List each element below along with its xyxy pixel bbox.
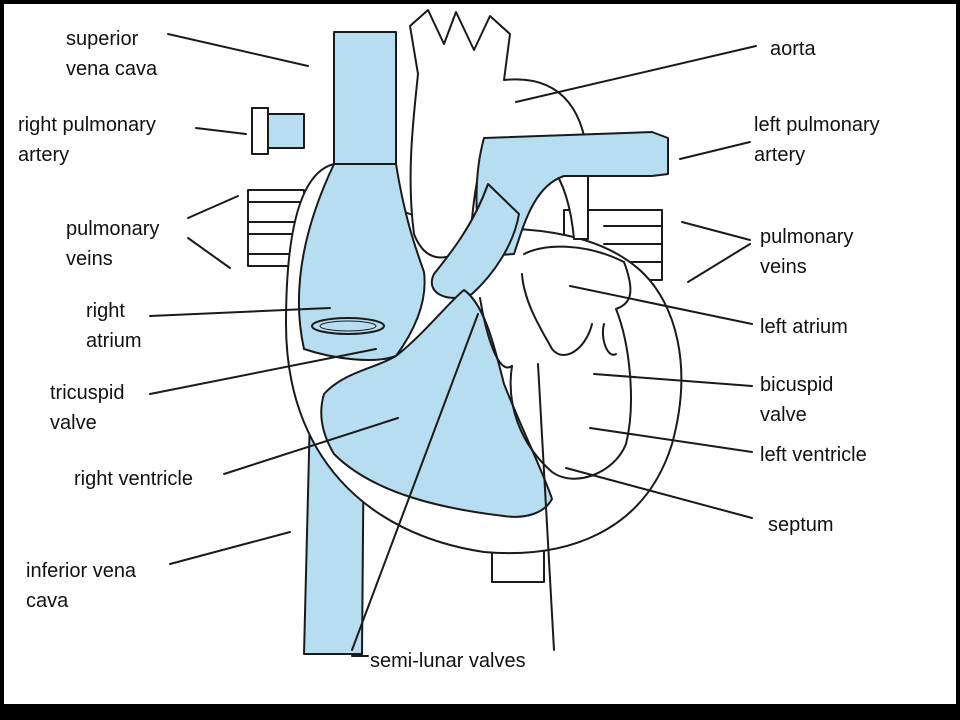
leader-pulmonary-veins-left-a	[681, 221, 751, 241]
bicuspid-valve-flaps	[521, 273, 617, 356]
label-inferior-vena-cava: inferior vena cava	[26, 560, 137, 612]
leader-superior-vena-cava	[167, 33, 309, 67]
label-aorta: aorta	[770, 38, 816, 60]
leader-bicuspid-valve	[593, 373, 753, 387]
label-left-atrium: left atrium	[760, 316, 848, 338]
right-pulmonary-artery-end	[251, 107, 269, 155]
left-pulmonary-artery-vessel	[475, 131, 669, 257]
label-right-atrium: right atrium	[86, 300, 142, 352]
label-tricuspid-valve: tricuspid valve	[50, 382, 125, 434]
tricuspid-valve-ring	[311, 317, 385, 335]
leader-semi-lunar-valves-b	[537, 363, 555, 651]
label-pulmonary-veins-right: pulmonary veins	[66, 218, 160, 270]
leader-aorta	[515, 45, 757, 103]
label-septum: septum	[768, 514, 834, 536]
leader-right-atrium	[149, 307, 331, 317]
leader-pulmonary-veins-right-a	[187, 195, 239, 219]
label-semi-lunar-valves: semi-lunar valves	[370, 650, 526, 672]
leader-pulmonary-veins-right-b	[187, 237, 231, 269]
heart-diagram	[149, 9, 757, 657]
label-left-ventricle: left ventricle	[760, 444, 867, 466]
leader-right-ventricle	[223, 417, 399, 475]
leader-left-ventricle	[589, 427, 753, 453]
leader-left-pulmonary-artery	[679, 141, 751, 160]
pulmonary-trunk	[430, 183, 520, 299]
left-atrium-chamber	[523, 245, 632, 310]
leader-left-atrium	[569, 285, 753, 325]
label-right-pulmonary-artery: right pulmonary artery	[18, 114, 156, 166]
label-pulmonary-veins-left: pulmonary veins	[760, 226, 854, 278]
label-left-pulmonary-artery: left pulmonary artery	[754, 114, 880, 166]
diagram-frame: superior vena cava aorta right pulmonary…	[4, 4, 956, 704]
leader-septum	[565, 467, 753, 519]
septum-wall	[479, 297, 513, 369]
leader-semi-lunar-valves-a	[351, 313, 479, 651]
right-pulmonary-veins-rings	[247, 201, 305, 255]
label-bicuspid-valve: bicuspid valve	[760, 374, 834, 426]
leader-inferior-vena-cava	[169, 531, 291, 565]
label-superior-vena-cava: superior vena cava	[66, 28, 158, 80]
label-right-ventricle: right ventricle	[74, 468, 193, 490]
leader-right-pulmonary-artery	[195, 127, 247, 135]
leader-pulmonary-veins-left-b	[687, 243, 751, 283]
leader-tricuspid-valve	[149, 348, 377, 395]
